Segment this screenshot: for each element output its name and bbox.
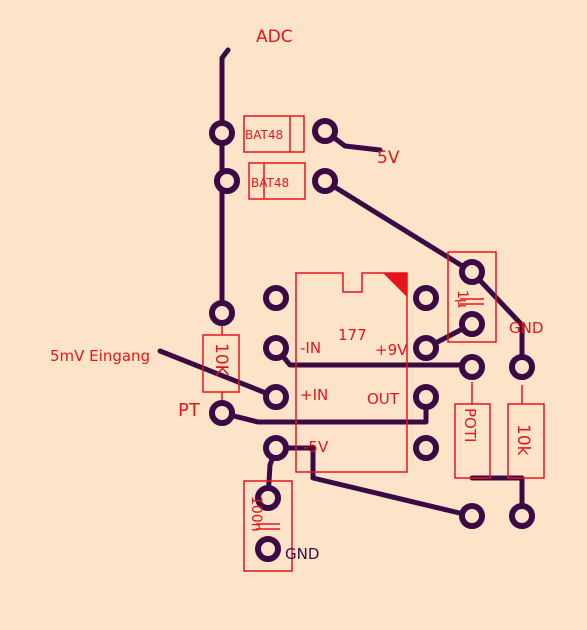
pad [312, 118, 338, 144]
cap-bottom-label: 100n [248, 496, 264, 532]
ic-pin-out: OUT [367, 390, 400, 408]
pads [209, 118, 535, 562]
label-gnd-bottom: GND [285, 545, 319, 563]
ic-pin-plus-9v: +9V [375, 341, 408, 359]
cap-right-outline [447, 251, 497, 343]
diode1-outline [243, 115, 305, 153]
ic-name: 177 [338, 326, 367, 344]
pad [459, 259, 485, 285]
pad [209, 300, 235, 326]
resistor-left-outline [202, 334, 240, 393]
pad [263, 335, 289, 361]
pad [413, 335, 439, 361]
diode2-label: BAT48 [251, 176, 289, 190]
pad [312, 168, 338, 194]
resistor-right-outline [507, 403, 545, 479]
ic-outline [295, 272, 408, 473]
trace-minus5v-down [310, 445, 475, 519]
pad [263, 435, 289, 461]
ic-pin-minus-in: -IN [300, 339, 321, 357]
cap-bottom-outline [243, 480, 293, 572]
label-pt: PT [178, 400, 201, 421]
label-gnd-right: GND [509, 319, 543, 337]
pad [209, 120, 235, 146]
label-adc: ADC [256, 27, 293, 47]
trace-cap-to-gnd [469, 269, 525, 370]
pad [509, 354, 535, 380]
pad [209, 400, 235, 426]
pad [263, 384, 289, 410]
resistor-right-label: 10k [513, 424, 533, 456]
pad [459, 311, 485, 337]
pad [413, 435, 439, 461]
pad [459, 503, 485, 529]
pad [214, 168, 240, 194]
silkscreen [202, 115, 545, 572]
diode1-label: BAT48 [245, 128, 283, 142]
trace-input [157, 348, 279, 400]
pad [413, 285, 439, 311]
pad [255, 536, 281, 562]
ic-pin1-marker [383, 273, 407, 297]
pad [459, 354, 485, 380]
cap-right-label: 1µ [454, 290, 470, 308]
pad [263, 285, 289, 311]
label-input: 5mV Eingang [50, 347, 150, 365]
label-5v: 5V [377, 148, 400, 168]
ic-pin-minus-5v: -5V [303, 438, 329, 456]
poti-label: POTI [461, 408, 479, 442]
trace-adc [219, 47, 231, 316]
resistor-left-label: 10K [211, 343, 231, 377]
pad [413, 384, 439, 410]
diode2-outline [248, 162, 306, 200]
pad [255, 485, 281, 511]
ic-pin-plus-in: +IN [300, 386, 328, 404]
pad [509, 503, 535, 529]
